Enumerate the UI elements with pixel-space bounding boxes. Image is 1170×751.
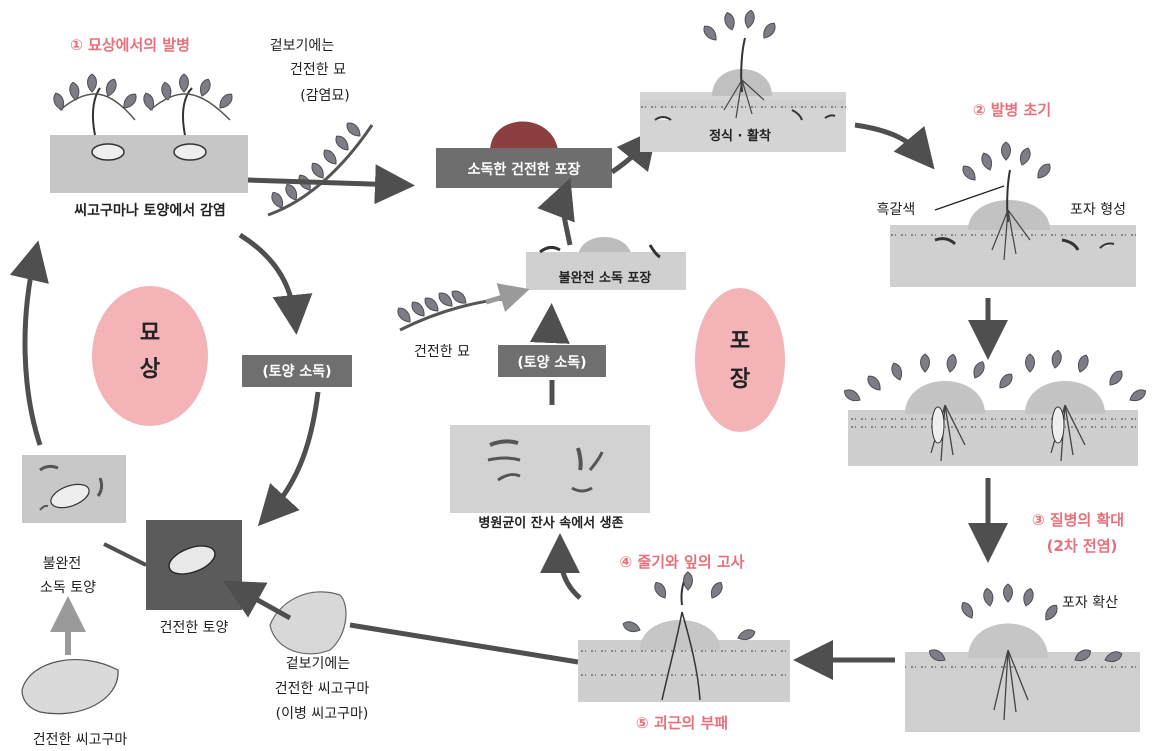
- spore-spread-illustration: [905, 583, 1140, 732]
- seedbed-circle: [92, 286, 208, 426]
- stage2-label: ② 발병 초기: [973, 101, 1051, 119]
- sweet-potato-icon: [269, 591, 347, 655]
- healthy-soil-label: 건전한 토양: [160, 620, 229, 636]
- healthy-seedling-label: 건전한 묘: [414, 344, 470, 360]
- soil-disinfect-box-1: [242, 355, 352, 387]
- arrow-icon: [529, 303, 570, 344]
- seed-label-b: 건전한 씨고구마: [275, 681, 370, 697]
- planting-illustration: [640, 8, 846, 152]
- arrow-icon: [9, 240, 49, 446]
- field-circle: [695, 288, 785, 432]
- infected-seedling-bundle: [267, 119, 374, 217]
- survive-label: 병원균이 잔사 속에서 생존: [478, 515, 623, 531]
- stage4-label: ④ 줄기와 잎의 고사: [620, 553, 745, 571]
- arrow-icon: [247, 164, 415, 205]
- arrow-icon: [485, 283, 530, 313]
- healthy-seedling-bundle: [394, 287, 516, 332]
- spore-form-label: 포자 형성: [1070, 202, 1126, 218]
- field-circle-char-1: 포: [730, 329, 750, 354]
- field-circle-char-2: 장: [730, 367, 750, 392]
- seed-label-c: (이병 씨고구마): [276, 706, 369, 722]
- planting-label: 정식 · 활착: [709, 128, 771, 144]
- arrow-icon: [257, 391, 321, 527]
- arrow-icon: [854, 122, 935, 170]
- stage3a-label: ③ 질병의 확대: [1032, 511, 1124, 529]
- apparent-a-label: 겉보기에는: [270, 38, 335, 54]
- rot-illustration: [578, 571, 790, 702]
- incomplete-soil-label-b: 소독 토양: [40, 580, 96, 596]
- seedbed-infection-illustration: [50, 73, 248, 193]
- soil-disinfect-label-1: (토양 소독): [262, 364, 331, 380]
- stage1-label: ① 묘상에서의 발병: [70, 36, 190, 54]
- soil-disinfect-label-2: (토양 소독): [517, 355, 586, 371]
- field-mound: [490, 121, 558, 150]
- healthy-seed-label: 건전한 씨고구마: [33, 732, 128, 748]
- seedbed-infect-label: 씨고구마나 토양에서 감염: [74, 202, 225, 219]
- apparent-b-label: 건전한 묘: [290, 62, 346, 78]
- survive-box: [450, 425, 650, 513]
- spore-spread-label: 포자 확산: [1062, 595, 1118, 611]
- apparent-c-label: (감염묘): [300, 88, 350, 104]
- disinfected-field-label: 소독한 건전한 포장: [468, 161, 581, 178]
- sweet-potato-icon: [21, 659, 119, 715]
- spread-illustration: [841, 348, 1149, 466]
- soil-disinfect-box-2: [498, 345, 606, 377]
- seedbed-circle-char-1: 묘: [140, 321, 160, 346]
- arrow-icon: [349, 622, 579, 665]
- seedbed-circle-char-2: 상: [140, 357, 160, 382]
- seed-label-a: 겉보기에는: [286, 656, 351, 672]
- stage2-illustration: [890, 141, 1136, 287]
- arrow-icon: [537, 177, 575, 246]
- stage5-label: ⑤ 괴근의 부패: [636, 714, 728, 732]
- arrow-icon: [238, 232, 313, 335]
- black-brown-label: 흑갈색: [877, 201, 916, 218]
- incomplete-soil-label-a: 불완전: [43, 556, 82, 572]
- incomplete-field-label: 불완전 소독 포장: [559, 270, 652, 286]
- arrow-icon: [540, 533, 582, 600]
- arrow-icon: [222, 580, 292, 621]
- disinfected-field-box: [436, 148, 612, 188]
- incomplete-field-illustration: [526, 237, 686, 290]
- stage3b-label: (2차 전염): [1047, 537, 1118, 555]
